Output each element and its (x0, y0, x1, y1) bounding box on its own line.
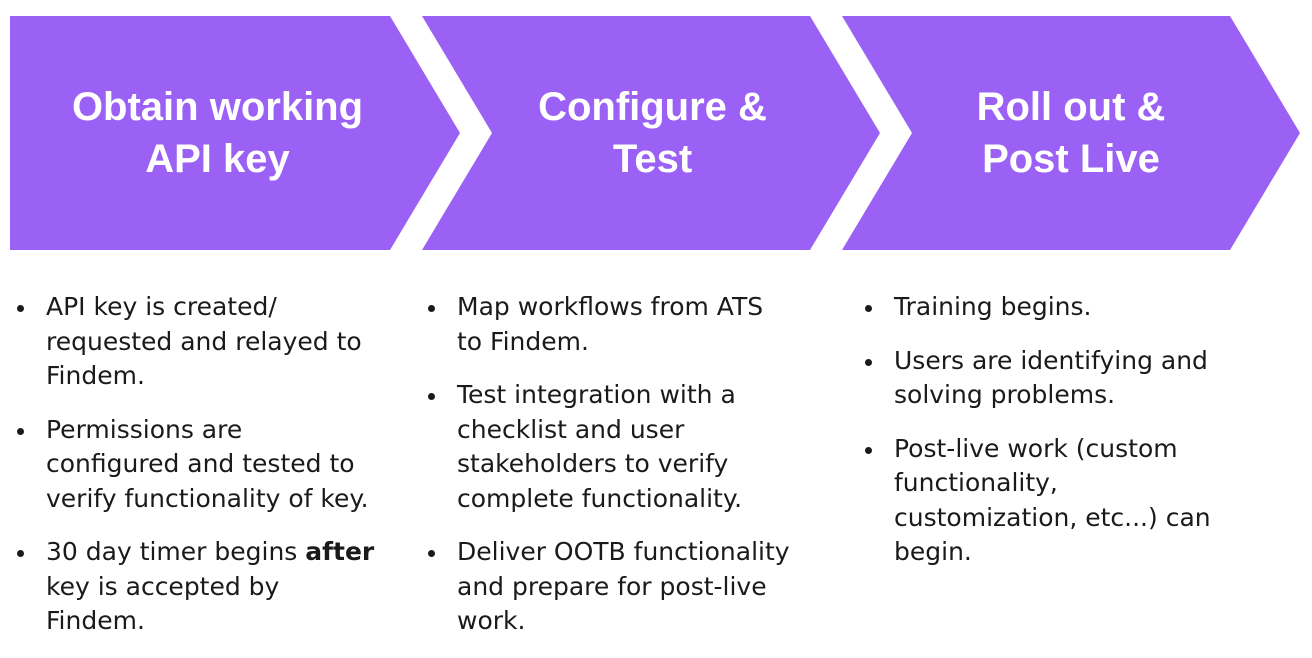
bullet-line: 30 day timer begins after (46, 535, 415, 570)
bullet-emphasis: after (305, 537, 375, 566)
list-item: Post-live work (custom functionality, cu… (858, 432, 1298, 570)
bullet-line: and prepare for post-live (457, 571, 767, 601)
bullet-line: Test integration with a (457, 380, 736, 409)
stage-3-bullets: Training begins. Users are identifying a… (858, 290, 1298, 589)
bullet-line: Training begins. (894, 292, 1092, 321)
stage-1-title: Obtain working API key (10, 16, 425, 250)
stage-2-title: Configure & Test (445, 16, 860, 250)
stage-2-title-line-1: Configure & (538, 85, 767, 129)
bullet-line: Permissions are (46, 414, 243, 444)
stage-1-title-line-2: API key (145, 137, 290, 181)
bullet-line: to Findem. (457, 326, 589, 356)
stage-3-title-line-2: Post Live (982, 137, 1160, 181)
stage-2-arrow (422, 16, 880, 250)
list-item: Deliver OOTB functionality and prepare f… (421, 535, 831, 639)
bullet-line: Findem. (46, 606, 145, 635)
bullet-line: requested and relayed to (46, 326, 362, 356)
stage-1-arrow (10, 16, 460, 250)
bullet-line: key is accepted by (46, 571, 280, 601)
bullet-line: Users are identifying and (894, 345, 1208, 375)
list-item: 30 day timer begins after key is accepte… (10, 535, 415, 639)
bullet-line: Map workflows from ATS (457, 292, 764, 321)
bullet-line: stakeholders to verify (457, 449, 729, 478)
list-item: Training begins. (858, 290, 1298, 325)
stage-2-title-line-2: Test (612, 137, 693, 181)
bullet-line: Post-live work (custom (894, 433, 1178, 463)
bullet-line: configured and tested to (46, 449, 355, 478)
bullet-line: verify functionality of key. (46, 483, 369, 513)
bullet-line: customization, etc...) can (894, 502, 1211, 532)
stage-3-title-line-1: Roll out & (976, 85, 1166, 129)
stage-1-bullets: API key is created/ requested and relaye… (10, 290, 415, 658)
list-item: Users are identifying and solving proble… (858, 344, 1298, 413)
bullet-line: solving problems. (894, 380, 1116, 409)
bullet-line: begin. (894, 537, 972, 566)
bullet-text: 30 day timer begins (46, 537, 306, 566)
list-item: Map workflows from ATS to Findem. (421, 290, 831, 359)
bullet-line: Findem. (46, 361, 145, 390)
stage-3-title: Roll out & Post Live (866, 16, 1276, 250)
bullet-line: functionality, (894, 468, 1058, 497)
list-item: API key is created/ requested and relaye… (10, 290, 415, 394)
bullet-line: checklist and user (457, 414, 685, 444)
bullet-line: Deliver OOTB functionality (457, 537, 790, 566)
list-item: Test integration with a checklist and us… (421, 378, 831, 516)
bullet-line: API key is created/ (46, 292, 277, 321)
stage-3-arrow (842, 16, 1300, 250)
process-arrows (10, 16, 1300, 250)
bullet-line: complete functionality. (457, 483, 743, 513)
bullet-line: work. (457, 606, 526, 635)
stage-2-bullets: Map workflows from ATS to Findem. Test i… (421, 290, 831, 658)
stage-1-title-line-1: Obtain working (71, 85, 364, 129)
list-item: Permissions are configured and tested to… (10, 413, 415, 517)
